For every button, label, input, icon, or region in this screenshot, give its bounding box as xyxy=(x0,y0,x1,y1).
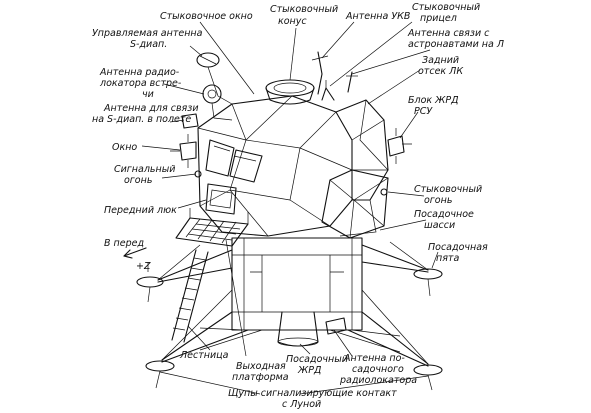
label-descent-engine-1: Посадочный xyxy=(286,354,348,365)
label-aft-compartment-1: Задний xyxy=(422,55,459,66)
label-docking-cone-2: конус xyxy=(278,16,307,27)
label-rendezvous-radar-1: Антенна радио- xyxy=(99,67,180,78)
ascent-stage xyxy=(197,95,353,237)
label-s-band-flight-1: Антенна для связи xyxy=(103,103,199,114)
steerable-antenna xyxy=(196,52,233,105)
label-landing-radar-3: радиолокатора xyxy=(339,375,417,386)
label-rcs-block-1: Блок ЖРД xyxy=(408,95,459,106)
front-hatch xyxy=(205,183,237,215)
exit-platform xyxy=(175,208,249,247)
label-exit-platform-1: Выходная xyxy=(236,361,286,372)
label-steerable-antenna-1: Управляемая антенна xyxy=(92,28,203,39)
landing-radar-antenna xyxy=(325,317,347,335)
contact-probes xyxy=(147,278,433,391)
lunar-module xyxy=(123,51,443,391)
label-csm-antenna-1: Антенна связи с xyxy=(407,28,490,39)
label-docking-sight-2: прицел xyxy=(420,13,457,24)
s-band-flight-antenna xyxy=(181,113,199,129)
label-ladder: Лестница xyxy=(179,350,229,361)
label-signal-light-1: Сигнальный xyxy=(114,164,175,175)
label-csm-antenna-2: астронавтами на Л xyxy=(408,39,504,50)
aft-compartment xyxy=(321,99,389,239)
csm-antenna xyxy=(346,71,358,93)
label-landing-pad-1: Посадочная xyxy=(428,242,488,253)
forward-arrow xyxy=(123,247,147,259)
label-docking-light-2: огонь xyxy=(424,195,452,206)
label-landing-radar-1: Антенна по- xyxy=(343,353,405,364)
label-docking-sight-1: Стыковочный xyxy=(412,2,480,13)
label-steerable-antenna-2: S-диап. xyxy=(130,39,167,50)
label-front-hatch: Передний люк xyxy=(104,205,177,216)
docking-cone xyxy=(265,79,315,105)
descent-engine-nozzle xyxy=(277,311,319,347)
label-rendezvous-radar-3: чи xyxy=(142,89,154,100)
label-exit-platform-2: платформа xyxy=(232,372,289,383)
label-window: Окно xyxy=(112,142,137,153)
label-vhf-antenna: Антенна УКВ xyxy=(345,11,410,22)
label-docking-cone-1: Стыковочный xyxy=(270,4,338,15)
label-contact-probes-1: Щупы сигнализирующие контакт xyxy=(228,388,397,399)
label-plus-z: +Z xyxy=(136,261,151,272)
label-docking-window: Стыковочное окно xyxy=(160,11,253,22)
label-aft-compartment-2: отсек ЛК xyxy=(418,66,464,77)
label-landing-gear-1: Посадочное xyxy=(414,209,474,220)
label-descent-engine-2: ЖРД xyxy=(297,365,321,376)
label-rendezvous-radar-2: локатора встре- xyxy=(99,78,182,89)
label-contact-probes-2: с Луной xyxy=(282,399,321,410)
docking-light xyxy=(380,188,388,196)
docking-sight xyxy=(321,80,335,101)
leader-lines xyxy=(141,21,439,395)
label-docking-light-1: Стыковочный xyxy=(414,184,482,195)
label-s-band-flight-2: на S-диап. в полете xyxy=(92,114,191,125)
label-landing-gear-2: шасси xyxy=(424,220,455,231)
label-landing-pad-2: пята xyxy=(436,253,459,264)
label-signal-light-2: огонь xyxy=(124,175,152,186)
label-landing-radar-2: садочного xyxy=(352,364,404,375)
landing-legs xyxy=(157,241,429,367)
front-windows xyxy=(205,139,263,183)
vhf-antenna xyxy=(311,51,329,95)
descent-stage xyxy=(231,237,363,331)
label-rcs-block-2: РСУ xyxy=(414,106,433,117)
callout-labels: Стыковочное окно Стыковочный конус Антен… xyxy=(92,2,504,410)
ladder xyxy=(171,249,209,343)
label-forward: В перед xyxy=(104,238,144,249)
rcs-block-right xyxy=(387,128,412,164)
rcs-block-left xyxy=(170,134,197,168)
